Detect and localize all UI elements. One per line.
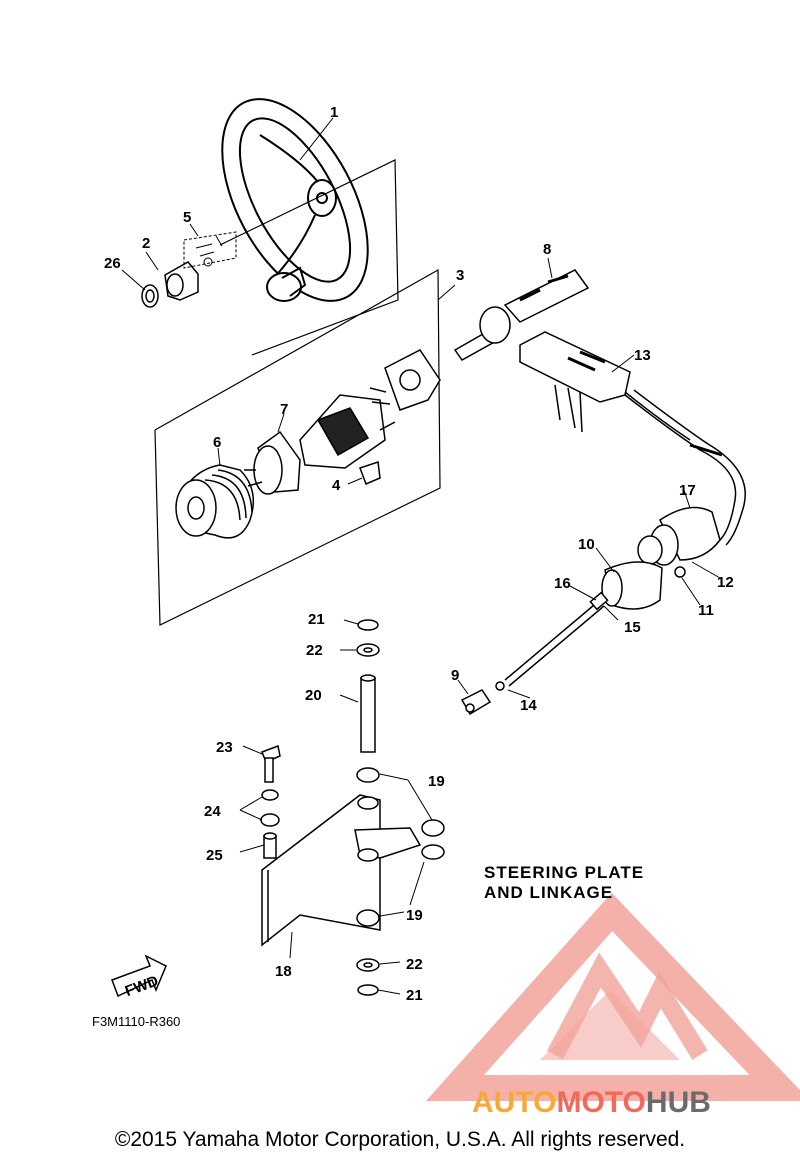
callout-17: 17: [679, 482, 696, 499]
callout-9: 9: [451, 667, 459, 684]
callout-23: 23: [216, 739, 233, 756]
ring-part: [244, 430, 301, 495]
bracket-part: [359, 460, 381, 485]
screws-kit: [183, 231, 237, 269]
cable-hose: [624, 389, 746, 546]
callout-21-top: 21: [308, 611, 325, 628]
callout-22-top: 22: [306, 642, 323, 659]
steering-column: [453, 269, 590, 361]
callout-12: 12: [717, 574, 734, 591]
drawing-code: F3M1110-R360: [92, 1014, 180, 1029]
fwd-arrow: FWD: [111, 954, 167, 1000]
callout-19-top: 19: [428, 773, 445, 790]
diagram-title-line2: AND LINKAGE: [484, 883, 613, 902]
steering-plate: [261, 767, 445, 996]
callout-20: 20: [305, 687, 322, 704]
callout-22-bottom: 22: [406, 956, 423, 973]
watermark-hub: HUB: [646, 1086, 711, 1119]
nut-and-washer: [141, 261, 199, 308]
bolt-and-washers: [260, 744, 281, 859]
callout-5: 5: [183, 209, 191, 226]
svg-text:AUTOMOTOHUB: AUTOMOTOHUB: [472, 1086, 711, 1119]
callout-14: 14: [520, 697, 537, 714]
watermark-logo: AUTOMOTOHUB: [425, 892, 800, 1119]
callout-21-bottom: 21: [406, 987, 423, 1004]
helm-mechanism: [299, 349, 441, 469]
cover-part: [175, 464, 255, 539]
callout-24: 24: [204, 803, 221, 820]
callout-3: 3: [456, 267, 464, 284]
diagram-title-line1: STEERING PLATE: [484, 863, 644, 882]
copyright-notice: ©2015 Yamaha Motor Corporation, U.S.A. A…: [114, 1128, 686, 1151]
callout-8: 8: [543, 241, 551, 258]
control-module: [519, 331, 691, 441]
callout-2: 2: [142, 235, 150, 252]
callout-10: 10: [578, 536, 595, 553]
steering-wheel: [221, 98, 369, 302]
callout-19-bottom: 19: [406, 907, 423, 924]
callout-7: 7: [280, 401, 288, 418]
watermark-auto: AUTO: [472, 1086, 556, 1119]
joint-part: [460, 689, 492, 716]
callout-13: 13: [634, 347, 651, 364]
callout-6: 6: [213, 434, 221, 451]
callout-16: 16: [554, 575, 571, 592]
callout-26: 26: [104, 255, 121, 272]
boot-parts: [601, 506, 721, 610]
callout-1: 1: [330, 104, 338, 121]
pivot-shaft: [356, 619, 380, 753]
callout-numbers: 1 2 3 4 5 6 7 8 9 10 11 12 13 14 15 16 1…: [104, 104, 734, 1004]
callout-11: 11: [698, 602, 714, 619]
wheel-box-outline: [219, 159, 399, 356]
watermark-moto: MOTO: [556, 1086, 645, 1119]
callout-18: 18: [275, 963, 292, 980]
callout-15: 15: [624, 619, 641, 636]
leader-lines: [121, 117, 721, 995]
callout-4: 4: [332, 477, 341, 494]
steering-unit-box-outline: [154, 268, 441, 626]
callout-25: 25: [206, 847, 223, 864]
cable-rod: [495, 591, 609, 691]
